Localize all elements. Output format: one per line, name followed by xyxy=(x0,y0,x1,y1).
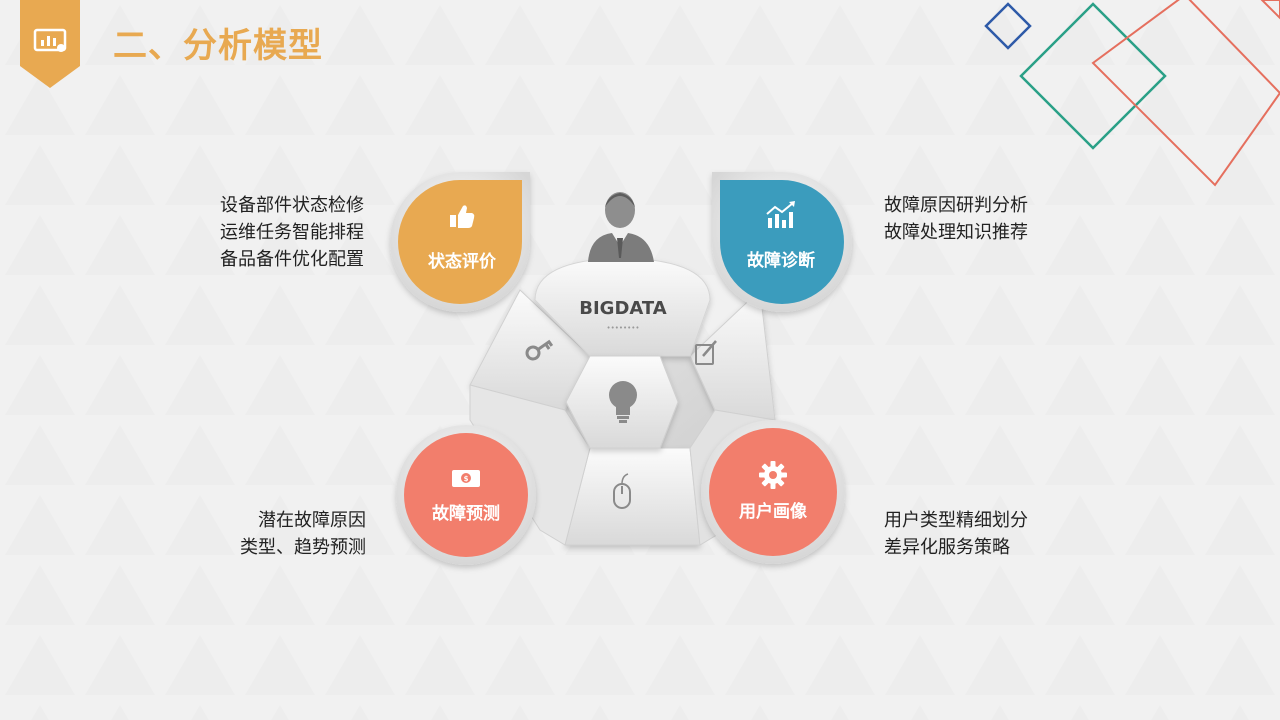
key-icon xyxy=(525,339,554,361)
desc-line: 类型、趋势预测 xyxy=(240,537,366,558)
node-label-state-eval: 状态评价 xyxy=(428,251,497,272)
edit-icon xyxy=(695,340,717,365)
lightbulb-icon xyxy=(609,381,637,423)
thumbs-up-icon xyxy=(450,205,475,228)
desc-line: 运维任务智能排程 xyxy=(220,222,364,243)
title-badge xyxy=(20,0,80,88)
desc-line: 故障处理知识推荐 xyxy=(884,222,1028,243)
center-dots: •••••••• xyxy=(606,324,639,332)
gear-icon xyxy=(759,461,787,489)
desc-line: 用户类型精细划分 xyxy=(884,510,1028,531)
desc-line: 故障原因研判分析 xyxy=(884,195,1028,216)
decor-diamond-red-small xyxy=(1260,0,1280,20)
decor-diamond-blue xyxy=(984,2,1032,50)
desc-fault-diag: 故障原因研判分析 故障处理知识推荐 xyxy=(884,192,1028,246)
center-label: BIGDATA xyxy=(579,298,667,319)
node-label-fault-diag: 故障诊断 xyxy=(747,250,815,271)
desc-state-eval: 设备部件状态检修 运维任务智能排程 备品备件优化配置 xyxy=(180,192,364,273)
page-title: 二、分析模型 xyxy=(113,26,323,66)
node-label-user-profile: 用户画像 xyxy=(739,501,808,522)
desc-user-profile: 用户类型精细划分 差异化服务策略 xyxy=(884,507,1028,561)
person-icon xyxy=(588,192,654,262)
node-state-eval[interactable] xyxy=(390,172,530,312)
ribbon-left-lower xyxy=(469,384,591,546)
node-fault-pred[interactable] xyxy=(396,425,536,565)
node-label-fault-pred: 故障预测 xyxy=(432,503,500,524)
decor-diamond-green xyxy=(1019,2,1167,150)
svg-text:$: $ xyxy=(464,475,469,483)
desc-line: 差异化服务策略 xyxy=(884,537,1010,558)
node-user-profile[interactable] xyxy=(701,420,845,564)
desc-line: 设备部件状态检修 xyxy=(220,195,364,216)
chart-growth-icon xyxy=(766,201,795,228)
desc-line: 潜在故障原因 xyxy=(258,510,366,531)
mouse-icon xyxy=(613,473,631,509)
presentation-icon xyxy=(33,28,67,52)
node-fault-diag[interactable] xyxy=(712,172,852,312)
desc-fault-pred: 潜在故障原因 类型、趋势预测 xyxy=(180,507,366,561)
money-icon: $ xyxy=(452,470,480,487)
decor-diamond-red xyxy=(1091,0,1280,187)
desc-line: 备品备件优化配置 xyxy=(220,249,364,270)
